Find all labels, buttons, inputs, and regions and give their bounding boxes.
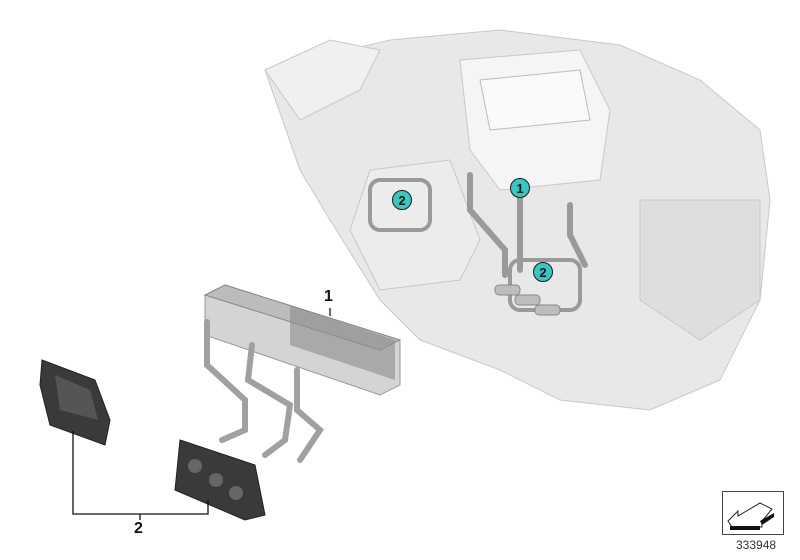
- callout-1-badge[interactable]: 1: [510, 178, 530, 198]
- callout-2-right-badge[interactable]: 2: [533, 262, 553, 282]
- view-direction-arrow-icon: [722, 491, 784, 535]
- seal-right-illustration: [174, 439, 266, 521]
- leader-lines: [72, 308, 331, 520]
- part-label-1: 1: [324, 288, 333, 305]
- heater-core-illustration: [203, 284, 402, 463]
- callout-2-left-badge[interactable]: 2: [392, 190, 412, 210]
- seal-left-illustration: [39, 359, 111, 446]
- part-label-2: 2: [134, 520, 143, 537]
- reference-number: 333948: [736, 538, 777, 552]
